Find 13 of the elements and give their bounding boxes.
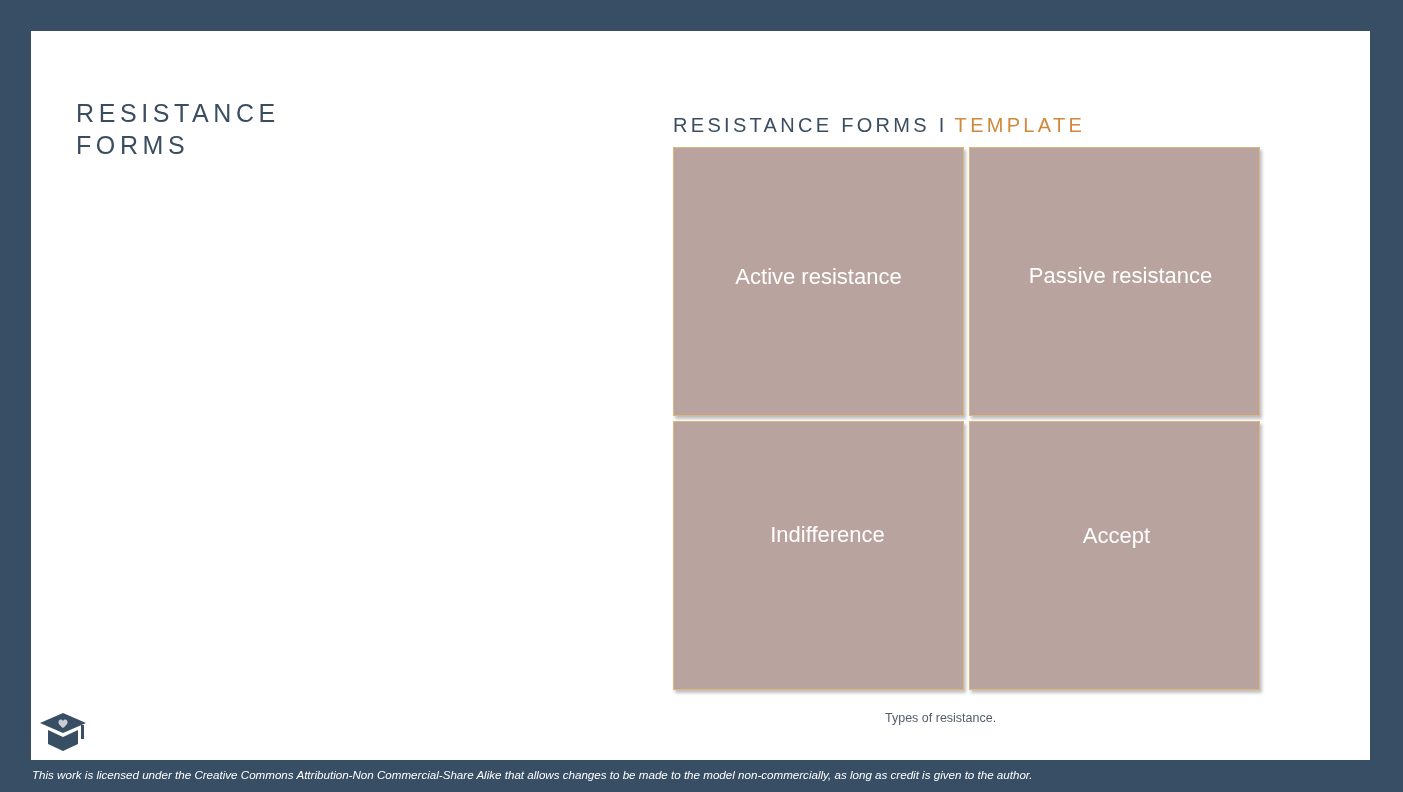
license-note: This work is licensed under the Creative Commons Attribution-Non Commercial-Share Alike that allows changes to be made to the model non-commercially, as long as credit is given to the author. [32,768,1033,781]
quadrant-label: Passive resistance [1027,263,1214,289]
quadrant-box [673,421,964,690]
quadrant-label: Indifference [769,522,886,548]
chart-heading: RESISTANCE FORMS I [673,113,948,137]
quadrant-label: Active resistance [734,264,903,290]
quadrant-box [969,421,1260,690]
chart-heading-tag: TEMPLATE [954,113,1086,137]
figure-caption: Types of resistance. [885,711,997,725]
quadrant-box [969,147,1260,416]
page-title: RESISTANCE FORMS [76,98,281,161]
quadrant-box [673,147,964,416]
quadrant-label: Accept [1081,523,1152,549]
